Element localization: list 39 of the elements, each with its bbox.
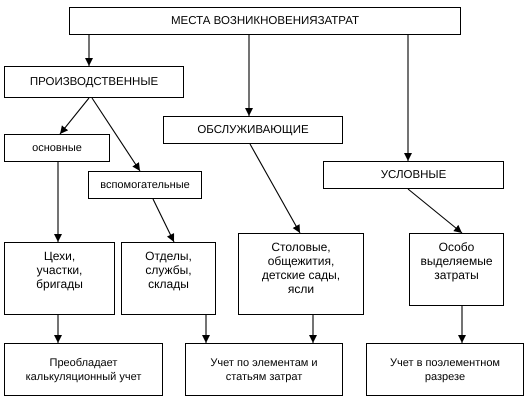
category-box — [323, 161, 504, 189]
category-box — [4, 134, 110, 162]
category-box — [88, 171, 202, 199]
box-label: Особо выделяемые затраты — [420, 240, 494, 282]
category-box — [238, 233, 364, 315]
box-label: МЕСТА ВОЗНИКНОВЕНИЯЗАТРАТ — [170, 14, 360, 28]
arrow — [404, 35, 412, 161]
box-label: вспомогательные — [100, 178, 190, 192]
category-box — [163, 116, 343, 144]
category-box — [121, 242, 216, 315]
box-label: Столовые, общежития, детские сады, ясли — [260, 240, 342, 296]
arrow — [54, 162, 62, 242]
arrow — [408, 188, 462, 234]
box-label: ОБСЛУЖИВАЮЩИЕ — [197, 123, 309, 137]
box-label: Преобладает калькуляционный учет — [24, 356, 142, 384]
category-box — [4, 66, 184, 98]
box-label: Учет по элементам и статьям затрат — [209, 356, 319, 384]
box-label: Отделы, службы, склады — [144, 249, 193, 291]
box-label: ПРОИЗВОДСТВЕННЫЕ — [30, 75, 158, 89]
arrow — [152, 198, 174, 242]
arrow — [458, 306, 466, 343]
box-label: основные — [32, 141, 82, 155]
arrow — [85, 35, 93, 66]
category-box — [185, 343, 343, 396]
box-label: Цехи, участки, бригады — [35, 249, 84, 291]
category-box — [366, 343, 524, 396]
arrow — [250, 144, 300, 234]
category-box — [69, 7, 461, 35]
arrow — [54, 315, 62, 343]
category-box — [4, 242, 115, 315]
category-box — [4, 343, 163, 396]
arrow — [202, 315, 210, 343]
box-label: Учет в поэлементном разрезе — [389, 356, 501, 384]
category-box — [409, 233, 504, 306]
arrow — [245, 35, 253, 116]
box-label: УСЛОВНЫЕ — [380, 168, 446, 182]
arrow — [60, 98, 90, 134]
arrow — [309, 315, 317, 343]
arrow — [92, 98, 140, 172]
